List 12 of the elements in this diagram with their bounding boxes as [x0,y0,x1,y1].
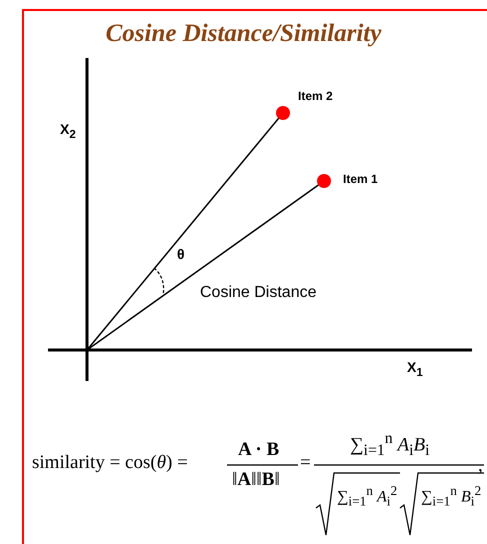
formula-text: similarity = cos(θ) = [32,453,188,474]
formula-text: ‖A‖‖B‖ [232,470,280,491]
axis-label: X$_{2}$ [60,122,76,142]
formula-text: = [300,453,311,474]
formula-text: ∑$_{i=1}$$^{n}$ A$_{i}$B$_{i}$ [350,430,430,460]
point-label: Item 1 [343,173,378,186]
angle-symbol: θ [177,247,185,262]
annotation: Cosine Distance [200,284,316,302]
title: Cosine Distance/Similarity [104,20,382,48]
axis-label: X$_{1}$ [407,360,423,380]
formula-text: A · B [238,440,280,461]
point-label: Item 2 [298,90,333,104]
